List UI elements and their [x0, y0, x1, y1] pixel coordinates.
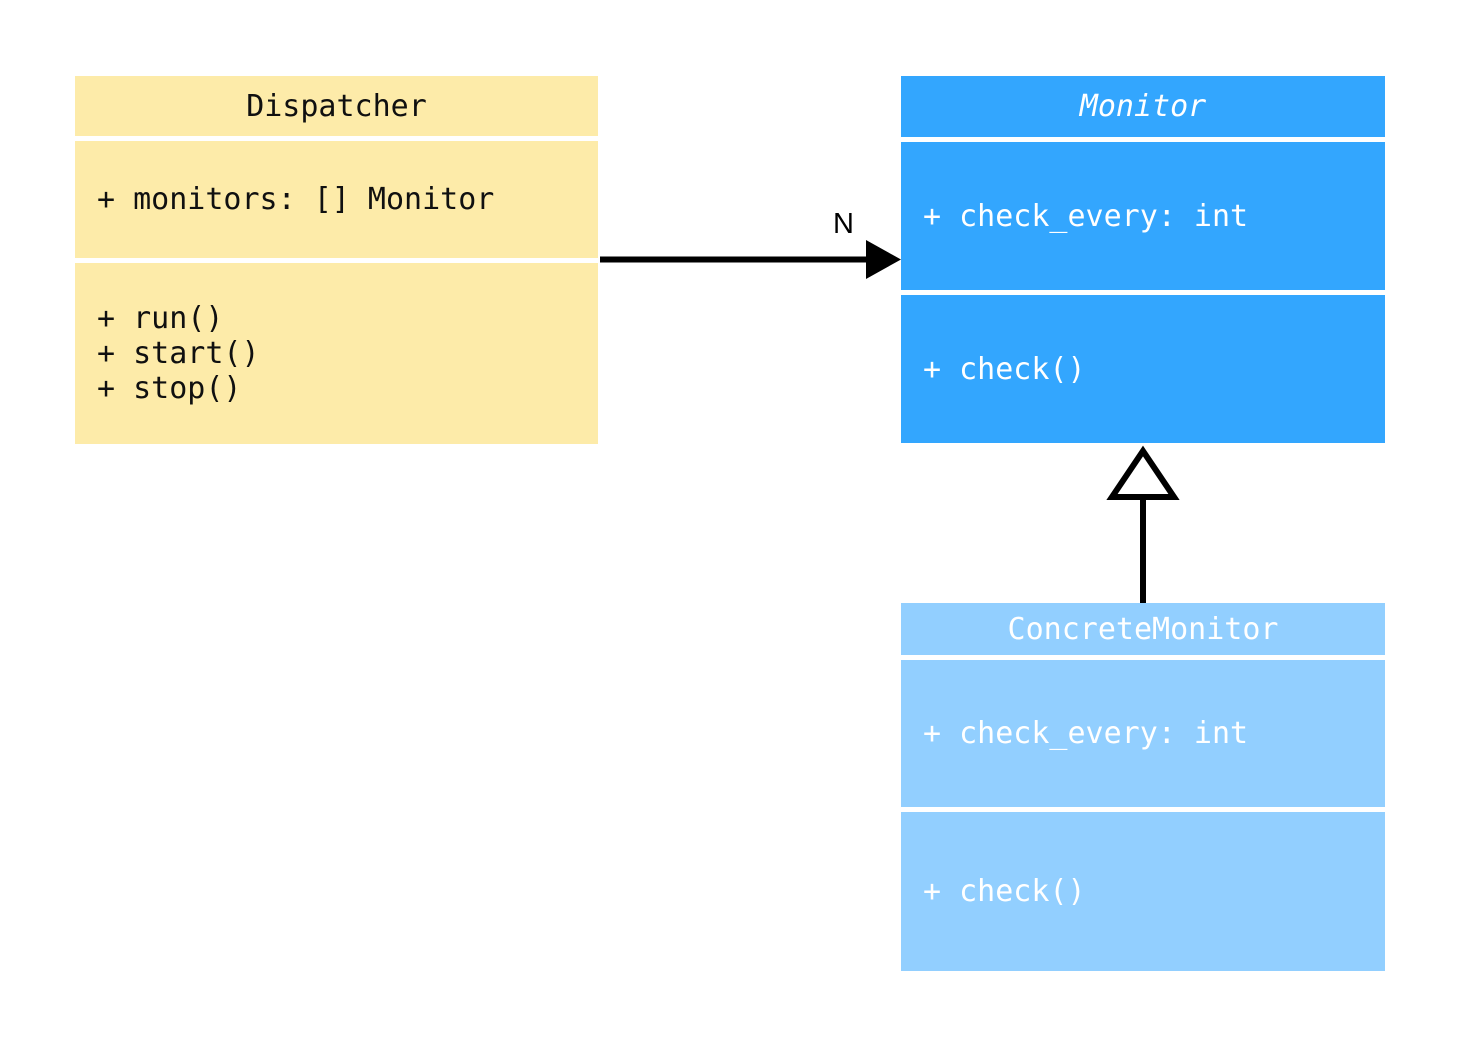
attribute-row: + monitors: [] Monitor	[97, 181, 495, 217]
attribute-row: + check_every: int	[923, 198, 1249, 234]
compartment-divider	[75, 257, 598, 263]
compartment-divider	[901, 807, 1385, 812]
generalization-concrete-monitor-to-monitor	[1106, 445, 1180, 603]
attribute-row: + check_every: int	[923, 716, 1249, 751]
operations-compartment-dispatcher: + run() + start() + stop()	[75, 262, 598, 444]
operation-row: + check()	[923, 351, 1086, 387]
attributes-compartment-concrete-monitor: + check_every: int	[901, 660, 1385, 807]
compartment-divider	[75, 136, 598, 142]
class-box-monitor[interactable]: Monitor + check_every: int + check()	[901, 76, 1385, 443]
hollow-triangle-arrowhead-icon	[1106, 445, 1180, 500]
class-title-concrete-monitor: ConcreteMonitor	[901, 603, 1385, 655]
association-dispatcher-to-monitor	[600, 240, 901, 279]
operations-compartment-monitor: + check()	[901, 295, 1385, 443]
class-title-monitor: Monitor	[901, 76, 1385, 137]
operation-row: + check()	[923, 874, 1086, 909]
operation-row: + stop()	[97, 370, 242, 406]
multiplicity-label-n: N	[833, 208, 854, 240]
operation-row: + start()	[97, 335, 260, 371]
operations-compartment-concrete-monitor: + check()	[901, 812, 1385, 971]
compartment-divider	[901, 655, 1385, 660]
compartment-divider	[901, 290, 1385, 295]
compartment-divider	[901, 137, 1385, 142]
solid-arrowhead-icon	[866, 240, 901, 279]
attributes-compartment-dispatcher: + monitors: [] Monitor	[75, 141, 598, 258]
operation-row: + run()	[97, 300, 224, 336]
attributes-compartment-monitor: + check_every: int	[901, 142, 1385, 290]
class-box-concrete-monitor[interactable]: ConcreteMonitor + check_every: int + che…	[901, 603, 1385, 971]
class-title-dispatcher: Dispatcher	[75, 76, 598, 137]
class-box-dispatcher[interactable]: Dispatcher + monitors: [] Monitor + run(…	[75, 76, 598, 444]
